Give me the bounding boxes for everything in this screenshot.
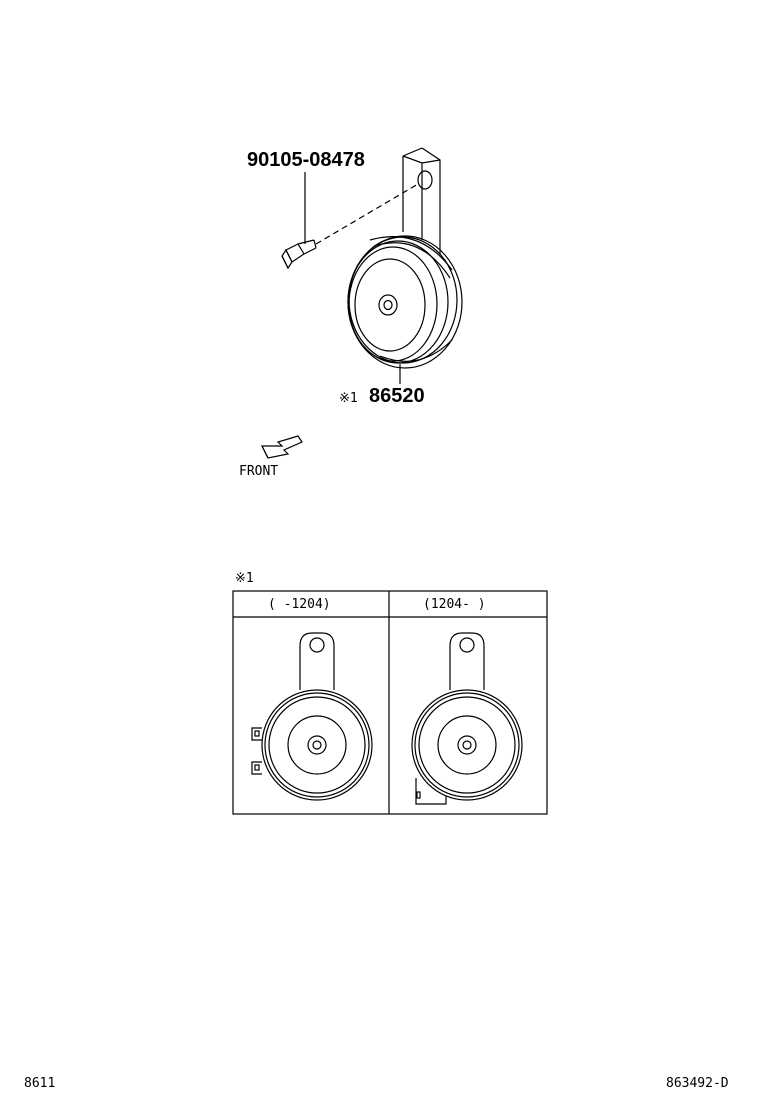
- footer-left-code: 8611: [24, 1076, 56, 1091]
- variant-table: [232, 590, 548, 815]
- horn-variant-new: [411, 632, 523, 805]
- front-arrow-icon: [261, 435, 303, 459]
- table-header-old: ( -1204): [268, 597, 331, 612]
- bolt-90105-08478: [281, 239, 317, 270]
- horn-ref-mark: ※1: [339, 391, 358, 406]
- bolt-part-number: 90105-08478: [247, 149, 365, 171]
- horn-variant-old: [251, 632, 373, 801]
- horn-bracket: [402, 147, 441, 254]
- table-header-new: (1204- ): [423, 597, 486, 612]
- horn-part-number: 86520: [369, 385, 425, 407]
- front-label: FRONT: [239, 464, 279, 479]
- horn-86520: [347, 235, 463, 369]
- footer-right-code: 863492-D: [666, 1076, 729, 1091]
- table-ref-mark: ※1: [235, 571, 254, 586]
